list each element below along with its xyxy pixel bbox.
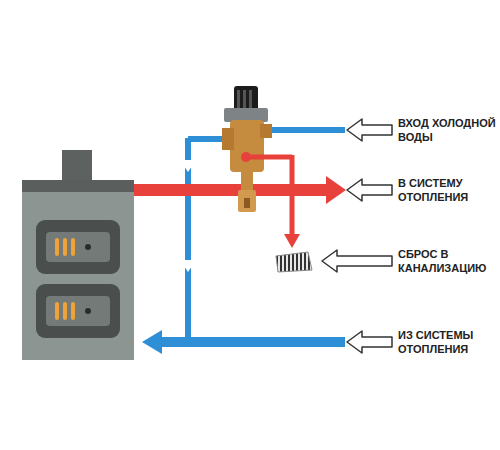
pointer-label: ИЗ СИСТЕМЫ ОТОПЛЕНИЯ bbox=[398, 328, 498, 356]
discharge-line bbox=[241, 152, 300, 248]
boiler bbox=[22, 150, 134, 360]
drain-grate bbox=[276, 252, 312, 272]
return-pipe bbox=[142, 138, 345, 354]
pointer-label: СБРОС В КАНАЛИЗАЦИЮ bbox=[398, 247, 498, 275]
pointer-label: ВХОД ХОЛОДНОЙ ВОДЫ bbox=[398, 116, 498, 144]
pointer-arrows bbox=[322, 119, 392, 353]
cold-inlet-pipe bbox=[262, 127, 345, 133]
pointer-label: В СИСТЕМУ ОТОПЛЕНИЯ bbox=[398, 176, 498, 204]
discharge-valve bbox=[222, 86, 272, 212]
